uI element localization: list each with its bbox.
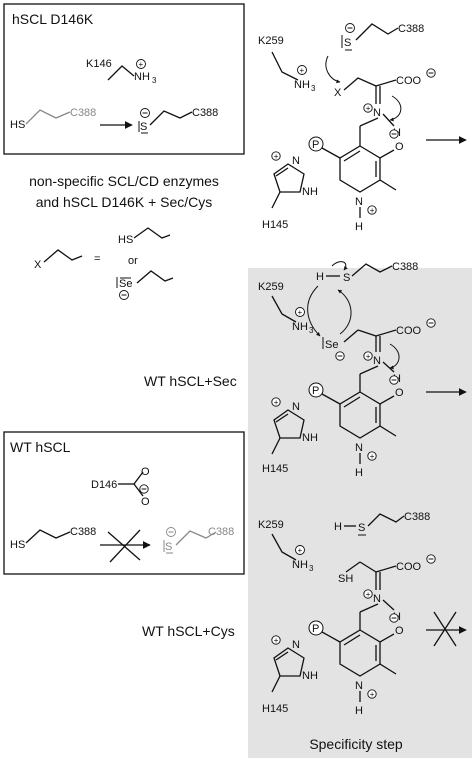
residue-label-k146: K146 xyxy=(86,58,112,70)
imidazole-nh-label: NH xyxy=(302,186,318,198)
svg-text:+: + xyxy=(370,690,375,699)
svg-text:+: + xyxy=(366,590,371,599)
cys-label: C388 xyxy=(398,23,424,35)
imine-n-label: N xyxy=(373,355,381,367)
residue-label-h145: H145 xyxy=(262,219,288,231)
legend-option-selenol: Se xyxy=(119,278,132,290)
pyridinium-h-label: H xyxy=(355,221,363,233)
cys-label: C388 xyxy=(70,107,96,119)
amine-subscript: 3 xyxy=(152,76,157,85)
svg-text:+: + xyxy=(370,206,375,215)
proton-label: H xyxy=(334,521,342,533)
legend-option-thiol: HS xyxy=(118,234,133,246)
scheme-top: K259 + NH 3 S C388 X COO + N H O xyxy=(258,23,467,233)
residue-label-k259: K259 xyxy=(258,35,284,47)
thiolate-product-label: C388 xyxy=(192,107,218,119)
amine-subscript: 3 xyxy=(309,564,314,573)
residue-label-d146: D146 xyxy=(91,479,117,491)
amine-subscript: 3 xyxy=(311,84,316,93)
cys-label: C388 xyxy=(404,511,430,523)
svg-text:+: + xyxy=(274,152,279,161)
phosphate-label: P xyxy=(312,139,319,151)
cys-label: C388 xyxy=(392,261,418,273)
svg-text:+: + xyxy=(139,60,144,69)
thiol-s-label: S xyxy=(358,522,365,534)
phosphate-label: P xyxy=(312,623,319,635)
pyridinium-n-label: N xyxy=(355,196,363,208)
pyridinium-h-label: H xyxy=(355,705,363,717)
label-wt-sec: WT hSCL+Sec xyxy=(144,373,237,389)
svg-text:+: + xyxy=(370,452,375,461)
imidazolium-n-label: N xyxy=(292,155,300,167)
panel-wt-hscl: WT hSCL D146 O O HS C388 S C388 xyxy=(3,431,245,575)
substituent-legend: X = HS or Se xyxy=(34,227,174,300)
selenolate-label: Se xyxy=(325,339,338,351)
svg-text:+: + xyxy=(274,636,279,645)
svg-text:+: + xyxy=(366,104,371,113)
imine-n-label: N xyxy=(373,593,381,605)
cys-label: C388 xyxy=(70,526,96,538)
thiolate-product-label: C388 xyxy=(208,526,234,538)
pyridinium-h-label: H xyxy=(355,467,363,479)
thiolate-label: S xyxy=(344,37,351,49)
panel-title: WT hSCL xyxy=(10,439,71,455)
residue-label-k259: K259 xyxy=(258,281,284,293)
caption-line-2: and hSCL D146K + Sec/Cys xyxy=(36,194,213,210)
amine-label: NH xyxy=(134,71,150,83)
amine-label: NH xyxy=(292,321,308,333)
svg-text:+: + xyxy=(300,66,305,75)
thiol-label: HS xyxy=(10,119,25,131)
svg-text:+: + xyxy=(298,546,303,555)
residue-label-k259: K259 xyxy=(258,519,284,531)
svg-text:O: O xyxy=(141,496,150,508)
thiol-label: HS xyxy=(10,539,25,551)
phenolate-o-label: O xyxy=(395,387,404,399)
label-wt-cys: WT hSCL+Cys xyxy=(142,623,235,639)
leaving-group-x: X xyxy=(334,87,342,99)
residue-label-h145: H145 xyxy=(262,463,288,475)
thiolate-label: S xyxy=(140,121,147,133)
phenolate-o-label: O xyxy=(395,625,404,637)
svg-text:NH: NH xyxy=(302,670,318,682)
svg-text:+: + xyxy=(298,308,303,317)
legend-x: X xyxy=(34,259,42,271)
carboxylate-label: COO xyxy=(396,325,422,337)
carboxylate-label: COO xyxy=(396,561,422,573)
svg-text:N: N xyxy=(292,401,300,413)
amine-label: NH xyxy=(294,79,310,91)
amine-label: NH xyxy=(292,559,308,571)
carboxylate-label: COO xyxy=(396,75,422,87)
pyridinium-n-label: N xyxy=(355,442,363,454)
cys-substrate-sh-label: SH xyxy=(338,573,353,585)
thiol-s-label: S xyxy=(343,272,350,284)
legend-equals: = xyxy=(94,253,100,265)
phenolate-o-label: O xyxy=(395,141,404,153)
panel-title: hSCL D146K xyxy=(12,11,94,27)
specificity-step-label: Specificity step xyxy=(309,736,403,752)
amine-subscript: 3 xyxy=(309,326,314,335)
panel-hscl-d146k: hSCL D146K K146 + NH 3 HS C388 S C388 xyxy=(3,3,245,155)
pyridinium-n-label: N xyxy=(355,680,363,692)
svg-text:N: N xyxy=(292,639,300,651)
svg-text:O: O xyxy=(141,466,150,478)
imine-n-label: N xyxy=(373,107,381,119)
caption-line-1: non-specific SCL/CD enzymes xyxy=(29,173,219,189)
scheme-bottom: K259 + NH 3 H S C388 SH COO + N H O xyxy=(258,511,467,717)
scheme-middle: K259 + NH 3 H S C388 Se COO + N H xyxy=(258,261,467,479)
svg-text:+: + xyxy=(366,352,371,361)
thiolate-label: S xyxy=(165,541,172,553)
legend-or: or xyxy=(128,255,138,267)
proton-label: H xyxy=(316,271,324,283)
residue-label-h145: H145 xyxy=(262,703,288,715)
svg-text:NH: NH xyxy=(302,432,318,444)
phosphate-label: P xyxy=(312,385,319,397)
svg-text:+: + xyxy=(274,398,279,407)
